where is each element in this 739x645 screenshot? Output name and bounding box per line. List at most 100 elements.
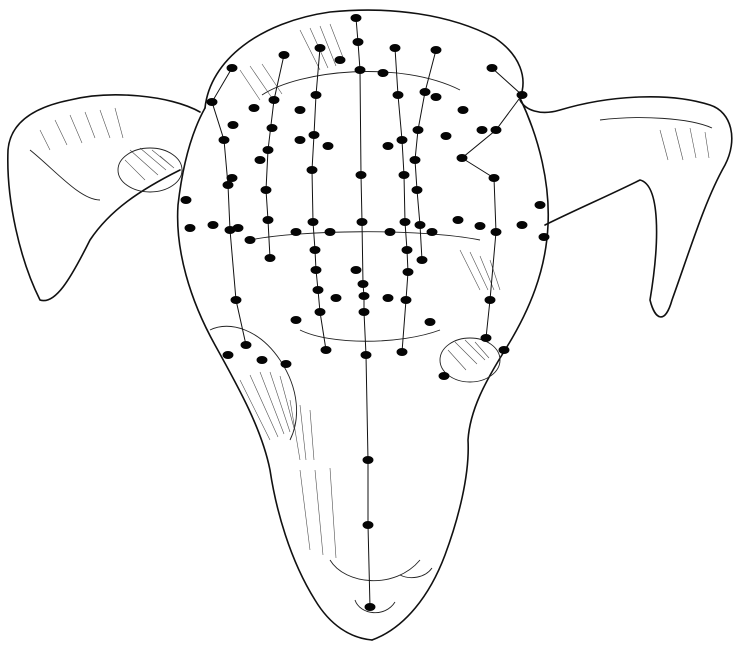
acupoint-marker	[245, 236, 256, 244]
acupoint-marker	[311, 266, 322, 274]
acupoint-marker	[351, 266, 362, 274]
acupoint-marker	[208, 221, 219, 229]
acupoint-marker	[400, 218, 411, 226]
acupoint-marker	[363, 521, 374, 529]
acupoint-marker	[535, 201, 546, 209]
acupoint-marker	[477, 126, 488, 134]
acupoint-marker	[269, 96, 280, 104]
acupoint-marker	[385, 228, 396, 236]
acupoint-marker	[397, 136, 408, 144]
acupoint-marker	[357, 218, 368, 226]
acupoint-marker	[223, 351, 234, 359]
acupoint-marker	[219, 136, 230, 144]
acupoint-marker	[310, 246, 321, 254]
acupoint-marker	[321, 346, 332, 354]
acupoint-marker	[539, 233, 550, 241]
acupoint-marker	[475, 222, 486, 230]
acupoint-layer	[181, 14, 550, 611]
acupoint-marker	[291, 228, 302, 236]
acupoint-marker	[425, 318, 436, 326]
acupoint-marker	[291, 316, 302, 324]
acupoint-marker	[223, 181, 234, 189]
acupoint-marker	[263, 216, 274, 224]
acupoint-marker	[263, 146, 274, 154]
acupoint-marker	[359, 308, 370, 316]
acupoint-marker	[413, 126, 424, 134]
acupoint-marker	[359, 292, 370, 300]
acupoint-marker	[228, 121, 239, 129]
acupoint-marker	[356, 171, 367, 179]
acupoint-marker	[453, 216, 464, 224]
acupoint-marker	[485, 296, 496, 304]
acupoint-marker	[261, 186, 272, 194]
acupoint-marker	[309, 131, 320, 139]
acupoint-marker	[355, 66, 366, 74]
acupoint-marker	[415, 221, 426, 229]
acupoint-marker	[358, 280, 369, 288]
acupoint-marker	[517, 91, 528, 99]
meridian-line-outer-left	[212, 68, 246, 345]
acupoint-marker	[489, 174, 500, 182]
acupoint-marker	[323, 142, 334, 150]
acupoint-marker	[383, 294, 394, 302]
acupoint-marker	[378, 69, 389, 77]
left-ear	[8, 95, 200, 301]
acupoint-marker	[227, 64, 238, 72]
acupoint-marker	[207, 98, 218, 106]
acupoint-marker	[393, 91, 404, 99]
acupoint-marker	[403, 268, 414, 276]
acupoint-marker	[181, 196, 192, 204]
acupoint-marker	[517, 221, 528, 229]
acupoint-marker	[241, 341, 252, 349]
acupoint-marker	[231, 296, 242, 304]
acupoint-marker	[431, 46, 442, 54]
acupoint-marker	[315, 44, 326, 52]
acupoint-marker	[399, 171, 410, 179]
acupoint-marker	[412, 186, 423, 194]
acupoint-marker	[295, 136, 306, 144]
acupoint-marker	[441, 132, 452, 140]
acupoint-marker	[281, 360, 292, 368]
acupoint-marker	[390, 44, 401, 52]
acupoint-marker	[417, 256, 428, 264]
acupoint-marker	[383, 142, 394, 150]
acupoint-marker	[491, 126, 502, 134]
acupoint-marker	[365, 603, 376, 611]
acupoint-marker	[363, 456, 374, 464]
acupoint-marker	[353, 38, 364, 46]
acupoint-marker	[227, 174, 238, 182]
acupoint-marker	[325, 228, 336, 236]
acupoint-marker	[499, 346, 510, 354]
acupoint-marker	[307, 166, 318, 174]
acupoint-marker	[458, 106, 469, 114]
acupoint-marker	[397, 348, 408, 356]
acupoint-marker	[427, 228, 438, 236]
acupoint-marker	[431, 93, 442, 101]
acupoint-marker	[410, 156, 421, 164]
acupoint-marker	[267, 124, 278, 132]
acupoint-marker	[257, 356, 268, 364]
acupoint-marker	[295, 106, 306, 114]
acupoint-marker	[279, 51, 290, 59]
acupoint-marker	[255, 156, 266, 164]
acupoint-marker	[335, 56, 346, 64]
acupoint-marker	[313, 286, 324, 294]
acupoint-marker	[439, 372, 450, 380]
acupoint-marker	[457, 154, 468, 162]
muscle-shading	[118, 24, 500, 558]
acupoint-marker	[249, 104, 260, 112]
acupoint-marker	[351, 14, 362, 22]
acupoint-marker	[308, 218, 319, 226]
head-outline	[178, 10, 549, 640]
acupoint-marker	[402, 246, 413, 254]
acupoint-marker	[331, 294, 342, 302]
right-ear	[520, 97, 732, 317]
acupoint-marker	[487, 64, 498, 72]
acupoint-marker	[481, 334, 492, 342]
acupoint-marker	[233, 224, 244, 232]
acupoint-marker	[361, 351, 372, 359]
acupoint-marker	[401, 296, 412, 304]
acupoint-marker	[315, 308, 326, 316]
